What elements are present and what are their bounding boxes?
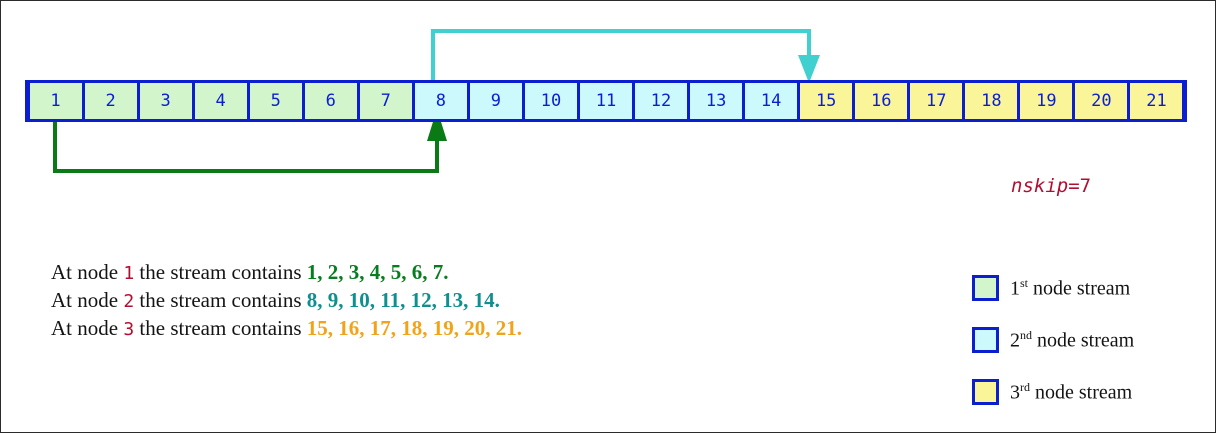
arrow-cyan-path bbox=[431, 29, 811, 85]
stream-cell[interactable]: 3 bbox=[139, 83, 192, 119]
stream-cell[interactable]: 7 bbox=[359, 83, 412, 119]
arrow-stream2-to-stream3 bbox=[431, 29, 820, 85]
stream-cell[interactable]: 12 bbox=[635, 83, 688, 119]
legend-ordinal: 2 bbox=[1010, 329, 1020, 352]
arrow-green-path bbox=[53, 111, 439, 173]
line-prefix: At node bbox=[51, 288, 124, 312]
stream-cell[interactable]: 2 bbox=[84, 83, 137, 119]
nskip-label: nskip=7 bbox=[1011, 175, 1091, 197]
line-middle: the stream contains bbox=[134, 316, 307, 340]
arrow-cyan-head bbox=[798, 55, 820, 83]
legend-ordinal-suffix: st bbox=[1020, 275, 1029, 290]
node-number: 3 bbox=[123, 319, 135, 340]
legend-color-swatch bbox=[972, 379, 999, 405]
legend-text: node stream bbox=[1028, 277, 1131, 300]
legend-label: 3rd node stream bbox=[1010, 380, 1132, 405]
line-prefix: At node bbox=[51, 316, 124, 340]
line-prefix: At node bbox=[51, 260, 124, 284]
node-number: 2 bbox=[123, 291, 135, 312]
stream-cell[interactable]: 18 bbox=[965, 83, 1018, 119]
stream-cell[interactable]: 4 bbox=[194, 83, 247, 119]
legend-item: 1st node stream bbox=[972, 273, 1134, 303]
arrow-stream1-to-stream2 bbox=[53, 109, 447, 173]
stream-description-row: At node 2 the stream contains 8, 9, 10, … bbox=[51, 287, 522, 315]
stream-cell[interactable]: 5 bbox=[249, 83, 302, 119]
legend-ordinal-suffix: rd bbox=[1020, 379, 1030, 394]
stream-cell[interactable]: 14 bbox=[745, 83, 798, 119]
stream-cell[interactable]: 11 bbox=[579, 83, 633, 119]
legend-color-swatch bbox=[972, 275, 999, 301]
stream-cell[interactable]: 9 bbox=[469, 83, 522, 119]
legend-ordinal: 3 bbox=[1010, 381, 1020, 404]
line-middle: the stream contains bbox=[134, 260, 307, 284]
line-middle: the stream contains bbox=[134, 288, 307, 312]
stream-cell[interactable]: 8 bbox=[414, 83, 467, 119]
legend-text: node stream bbox=[1030, 381, 1133, 404]
legend-label: 1st node stream bbox=[1010, 276, 1130, 301]
legend-ordinal-suffix: nd bbox=[1020, 327, 1032, 342]
legend-item: 3rd node stream bbox=[972, 377, 1134, 407]
arrow-green-head bbox=[427, 109, 447, 141]
stream-description-list: At node 1 the stream contains 1, 2, 3, 4… bbox=[51, 259, 522, 343]
stream-cell[interactable]: 17 bbox=[910, 83, 963, 119]
stream-cell[interactable]: 19 bbox=[1020, 83, 1073, 119]
stream-cell[interactable]: 1 bbox=[29, 83, 82, 119]
stream-values: 8, 9, 10, 11, 12, 13, 14. bbox=[306, 288, 500, 312]
stream-cell[interactable]: 10 bbox=[524, 83, 577, 119]
stream-cell[interactable]: 15 bbox=[800, 83, 853, 119]
legend-item: 2nd node stream bbox=[972, 325, 1134, 355]
stream-values: 1, 2, 3, 4, 5, 6, 7. bbox=[306, 260, 449, 284]
stream-cell[interactable]: 13 bbox=[690, 83, 743, 119]
stream-description-row: At node 3 the stream contains 15, 16, 17… bbox=[51, 315, 522, 343]
stream-cell[interactable]: 21 bbox=[1130, 83, 1183, 119]
legend-label: 2nd node stream bbox=[1010, 328, 1134, 353]
legend-text: node stream bbox=[1032, 329, 1135, 352]
nskip-equals: = bbox=[1068, 175, 1080, 197]
stream-cell[interactable]: 6 bbox=[304, 83, 357, 119]
stream-cell[interactable]: 16 bbox=[855, 83, 908, 119]
stream-values: 15, 16, 17, 18, 19, 20, 21. bbox=[306, 316, 523, 340]
stream-description-row: At node 1 the stream contains 1, 2, 3, 4… bbox=[51, 259, 522, 287]
stream-cell[interactable]: 20 bbox=[1075, 83, 1128, 119]
legend-color-swatch bbox=[972, 327, 999, 353]
nskip-name: nskip bbox=[1011, 175, 1069, 197]
nskip-value: 7 bbox=[1079, 175, 1092, 197]
legend-ordinal: 1 bbox=[1010, 277, 1020, 300]
node-number: 1 bbox=[123, 263, 135, 284]
